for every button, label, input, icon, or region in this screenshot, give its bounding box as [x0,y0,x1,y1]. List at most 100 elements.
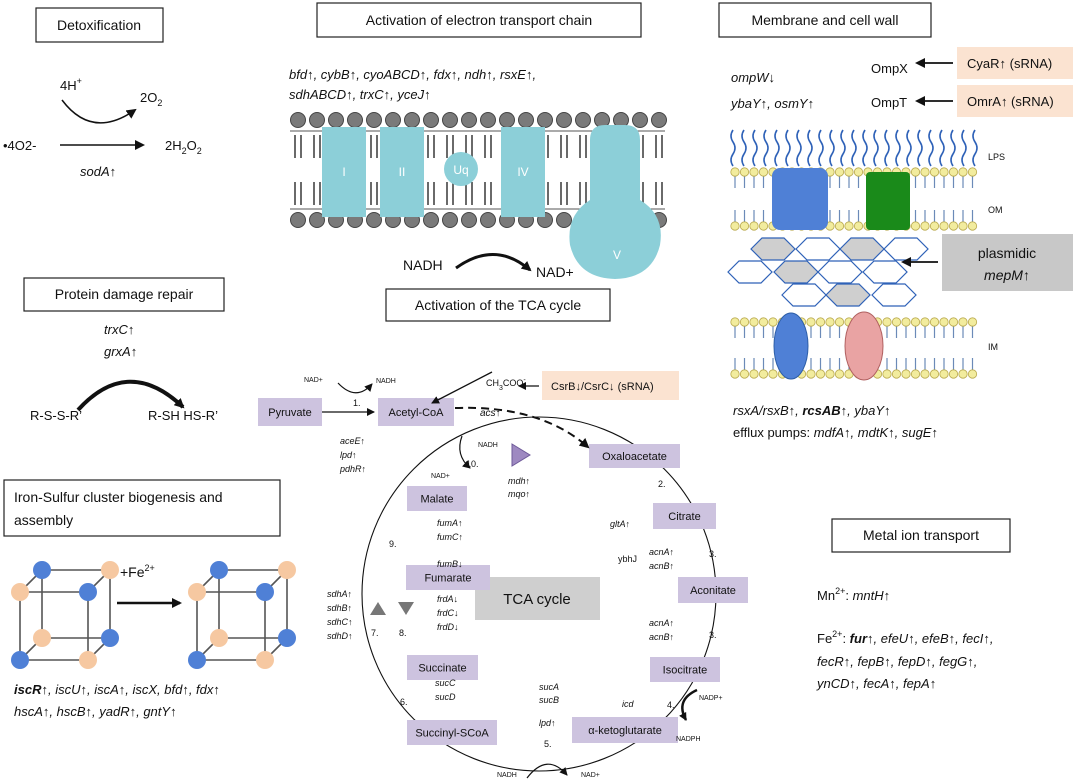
acnb-gene-1: acnB↑ [649,561,674,571]
im-protein-pink [844,311,884,381]
complex-v-label: V [613,248,621,262]
lps-chain [851,129,857,167]
acetate-a: CH [486,378,499,388]
om-lipid-head [929,221,940,231]
metabolite-label-isocitrate: Isocitrate [663,665,708,677]
fes-title-box [3,479,281,537]
peptidoglycan-hexagon [727,260,773,284]
fe-colon: : [842,631,849,646]
im-lipid-head [939,369,949,379]
icd-gene: icd [622,699,634,709]
fe-sup: 2+ [832,629,842,639]
repair-product: R-SH HS-R’ [148,408,218,423]
acetate-sup: - [523,377,526,384]
fe2-sup: 2+ [145,563,155,573]
sdhb-gene: sdhB↑ [327,603,352,613]
metal-fe-line1: Fe2+: fur↑, efeU↑, efeB↑, fecI↑, [817,629,993,646]
om-lipid-head [929,167,940,177]
om-lipid-head [910,167,921,177]
lipid-head [556,212,572,228]
frdc-gene: frdC↓ [437,608,459,618]
cube-atom [11,583,29,601]
metabolite-box-succinate [407,655,478,680]
im-lipid-head [768,317,778,327]
om-lipid-head [853,221,864,231]
frdd-gene: frdD↓ [437,622,459,632]
panel-metal-ion: Metal ion transport Mn2+: mntH↑ Fe2+: fu… [816,518,1011,691]
om-lipid-head [749,167,759,177]
im-lipid-head [920,317,930,327]
om-lipid-head [939,167,949,177]
csrb-box [542,371,679,400]
im-lipid-head [929,369,940,379]
om-lipid-head [948,167,959,177]
metal-fe-line2: fecR↑, fepB↑, fepD↑, fegG↑, [817,654,977,669]
im-lipid-head [920,369,930,379]
rsx-part2: rcsAB [802,403,840,418]
membrane-ybay-osmy: ybaY↑, osmY↑ [730,96,814,111]
lipid-head [423,112,439,128]
lps-chain [818,129,824,167]
step9-label: 9. [389,539,397,549]
acetylcoa-dashed-arrow [454,406,590,449]
om-lipid-head [844,221,854,231]
tca-center-label: TCA cycle [503,591,571,608]
lps-chains [730,129,978,167]
im-lipid-head [730,317,740,327]
peptidoglycan-hexagon [773,260,819,284]
metabolite-box-acetyl-coa [378,398,454,426]
im-lipid-head [749,369,759,379]
detox-h2o2-sub2: 2 [197,146,202,156]
repair-substrate: R-S-S-R’ [30,408,82,423]
metabolite-label-succinate: Succinate [418,663,466,675]
acetate-sub: 3 [499,385,503,392]
membrane-ompx: OmpX [871,61,908,76]
metabolite-label-malate: Malate [420,494,453,506]
panel-detoxification: Detoxification 4H+ 2O2 •4O2- 2H2O2 sodA↑ [3,7,202,179]
om-lipid-head [834,167,845,177]
peptidoglycan-hexagon [750,237,796,261]
efflux-line: efflux pumps: mdfA↑, mdtK↑, sugE↑ [733,425,938,440]
lps-chain [895,129,901,167]
fumb-gene: fumB↓ [437,559,463,569]
im-lipid-head [901,317,911,327]
im-protein-blue [773,312,809,380]
metabolite-label-pyruvate: Pyruvate [268,407,311,419]
peptidoglycan-hexagon [825,283,871,307]
om-lipid-head [730,167,740,177]
im-lipid-head [758,369,769,379]
detox-title-box [35,7,164,43]
fes-genes-line1: iscR↑, iscU↑, iscA↑, iscX, bfd↑, fdx↑ [14,682,220,697]
lps-label: LPS [988,152,1005,162]
fuma-gene: fumA↑ [437,518,463,528]
om-lipid-head [939,221,949,231]
lipid-head [404,112,420,128]
lps-chain [928,129,934,167]
lipid-head [290,212,306,228]
lipid-head [461,112,477,128]
metabolite-box-malate [407,486,467,511]
sdhd-gene: sdhD↑ [327,631,353,641]
nadh-5: NADH [497,772,517,779]
repair-trxc: trxC↑ [104,322,134,337]
lipid-head [309,112,325,128]
im-lipid-head [815,317,826,327]
rsx-part1: rsxA/rsxB↑, [733,403,802,418]
glta-gene: gltA↑ [610,519,630,529]
peptidoglycan-hexagon [883,237,929,261]
lps-chain [774,129,780,167]
im-lipid-head [806,317,816,327]
im-lipid-head [825,317,835,327]
im-lipid-head [882,317,892,327]
membrane-rsx-line: rsxA/rsxB↑, rcsAB↑, ybaY↑ [733,403,891,418]
complex-iv [501,127,545,217]
peptidoglycan-hexagon [795,237,841,261]
om-lipid-head [948,221,959,231]
lipid-head [575,112,591,128]
lps-chain [829,129,835,167]
cube-atom [256,583,274,601]
etc-nadh-arrow [455,253,532,272]
lipid-head [518,112,534,128]
outer-membrane-bilayer [730,167,978,231]
sucd-gene: sucD [435,692,456,702]
